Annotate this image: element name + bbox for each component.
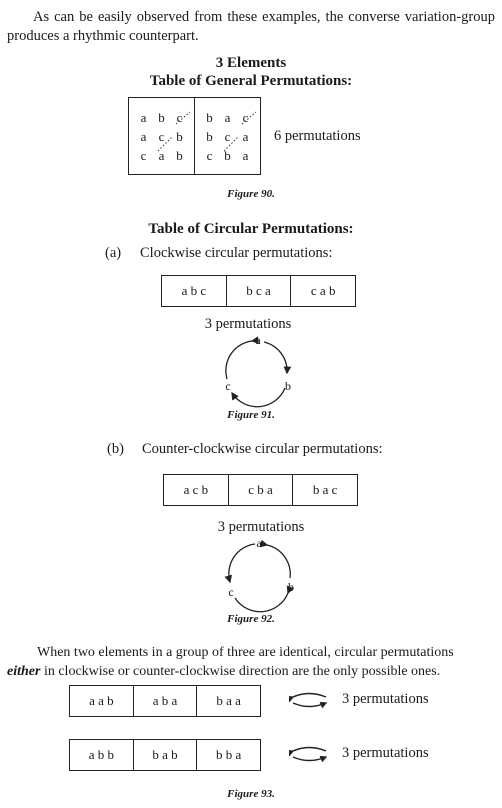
- figure-93-caption: Figure 93.: [227, 788, 275, 800]
- row2-count: 3 permutations: [342, 745, 429, 761]
- row1-count: 3 permutations: [342, 691, 429, 707]
- clockwise-cell-2: b c a: [225, 276, 291, 306]
- general-left-letter-0: a: [140, 109, 147, 125]
- bidirectional-arrow-icon: [289, 746, 328, 763]
- general-right-letter-4: c: [224, 128, 231, 144]
- general-diagonals: [157, 111, 257, 152]
- figure-91-caption: Figure 91.: [227, 409, 275, 421]
- general-left-letter-6: c: [140, 147, 147, 163]
- circle2-letter-b: b: [288, 580, 294, 594]
- row2-cell-1: a b b: [88, 747, 114, 762]
- counter-text: Counter-clockwise circular permutations:: [142, 441, 383, 457]
- general-right-letter-7: b: [224, 147, 231, 163]
- clockwise-box: a b c b c a c a b: [161, 275, 356, 307]
- circle1-letter-c: c: [225, 379, 230, 393]
- general-left-letter-1: b: [158, 109, 165, 125]
- clockwise-cell-1: a b c: [181, 283, 207, 298]
- row2-cell-2: b a b: [132, 740, 197, 770]
- general-left-letter-2: c: [176, 109, 183, 125]
- counter-box: a c b c b a b a c: [163, 474, 358, 506]
- general-right-letter-0: b: [206, 109, 213, 125]
- general-left-letter-3: a: [140, 128, 147, 144]
- clockwise-label: (a): [105, 245, 122, 261]
- clockwise-text: Clockwise circular permutations:: [140, 245, 333, 261]
- counter-count: 3 permutations: [217, 519, 305, 535]
- identical-line-2: either in clockwise or counter-clockwise…: [7, 662, 495, 681]
- figure-92-caption: Figure 92.: [227, 613, 275, 625]
- general-right-letter-5: a: [242, 128, 249, 144]
- counter-cell-2: c b a: [227, 475, 293, 505]
- circle1-letter-a: a: [255, 333, 261, 347]
- row1-cell-1: a a b: [89, 693, 114, 708]
- counter-cell-3: b a c: [292, 475, 357, 505]
- identical-paragraph: When two elements in a group of three ar…: [7, 643, 495, 681]
- identical-row-2-box: a b b b a b b b a: [69, 739, 261, 771]
- general-right-letter-8: a: [242, 147, 249, 163]
- row2-cell-3: b b a: [196, 740, 260, 770]
- clockwise-cell-3: c a b: [290, 276, 355, 306]
- either-emphasis: either: [7, 664, 41, 679]
- section-title: 3 Elements: [215, 55, 287, 71]
- circle2-letter-a: a: [256, 536, 262, 550]
- identical-line-2-rest: in clockwise or counter-clockwise direct…: [40, 664, 441, 679]
- general-left-letter-5: b: [176, 128, 183, 144]
- row1-cell-2: a b a: [132, 686, 197, 716]
- general-left-letter-4: c: [158, 128, 165, 144]
- counter-cell-1: a c b: [183, 482, 209, 497]
- identical-row-1-box: a a b a b a b a a: [69, 685, 261, 717]
- figure-90-caption: Figure 90.: [227, 188, 275, 200]
- identical-line-1: When two elements in a group of three ar…: [37, 645, 454, 660]
- clockwise-circle-diagram: a b c: [225, 333, 292, 408]
- general-right-letter-2: c: [242, 109, 249, 125]
- general-table-title: Table of General Permutations:: [149, 73, 353, 89]
- intro-paragraph: As can be easily observed from these exa…: [7, 9, 495, 44]
- counterclockwise-circle-diagram: a b c: [224, 536, 295, 613]
- general-right-letter-3: b: [206, 128, 213, 144]
- circle1-letter-b: b: [285, 379, 291, 393]
- general-right-letter-1: a: [224, 109, 231, 125]
- row1-cell-3: b a a: [196, 686, 260, 716]
- clockwise-count: 3 permutations: [204, 316, 292, 332]
- general-right-letter-6: c: [206, 147, 213, 163]
- general-left-letter-8: b: [176, 147, 183, 163]
- bidirectional-arrow-icon: [289, 692, 328, 709]
- general-count: 6 permutations: [274, 128, 361, 144]
- general-left-letter-7: a: [158, 147, 165, 163]
- counter-label: (b): [107, 441, 124, 457]
- circular-table-title: Table of Circular Permutations:: [148, 221, 354, 237]
- circle2-letter-c: c: [228, 585, 233, 599]
